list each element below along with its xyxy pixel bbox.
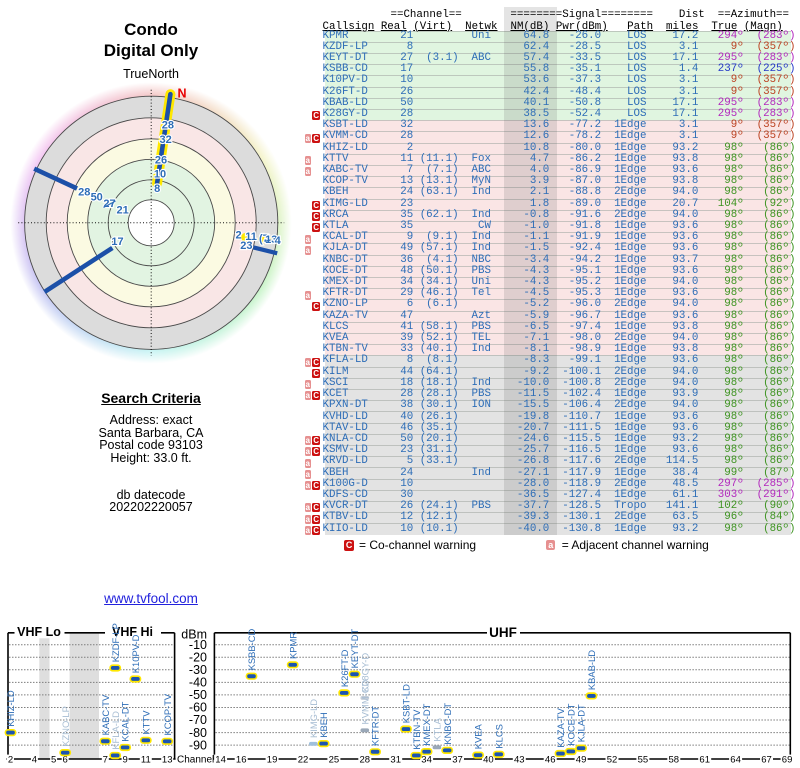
- svg-text:-80: -80: [189, 726, 207, 740]
- svg-text:8: 8: [154, 183, 160, 195]
- svg-text:34: 34: [421, 754, 432, 765]
- svg-text:19: 19: [267, 754, 278, 765]
- svg-text:5: 5: [51, 754, 56, 765]
- svg-text:13: 13: [162, 754, 173, 765]
- svg-text:VHF Hi: VHF Hi: [112, 625, 153, 639]
- svg-text:-20: -20: [189, 651, 207, 665]
- svg-text:KIMG-LD: KIMG-LD: [308, 699, 319, 738]
- svg-text:KABC-TV: KABC-TV: [100, 694, 111, 735]
- svg-text:40: 40: [483, 754, 494, 765]
- svg-text:N: N: [177, 87, 186, 101]
- svg-text:KSBT-LD: KSBT-LD: [401, 684, 412, 723]
- svg-text:-10: -10: [189, 638, 207, 652]
- svg-text:KEYT-DT: KEYT-DT: [349, 629, 360, 669]
- svg-text:KHIZ-LD: KHIZ-LD: [5, 690, 16, 727]
- svg-text:21: 21: [116, 205, 128, 217]
- svg-text:KBAB-LD: KBAB-LD: [586, 650, 597, 690]
- svg-text:KTBN-TV: KTBN-TV: [411, 709, 422, 750]
- svg-text:25: 25: [329, 754, 340, 765]
- svg-text:-40: -40: [189, 676, 207, 690]
- svg-text:KOCE-DT: KOCE-DT: [565, 703, 576, 745]
- svg-text:37: 37: [452, 754, 463, 765]
- svg-text:32: 32: [159, 134, 171, 146]
- svg-text:KCOP-TV: KCOP-TV: [162, 693, 173, 735]
- svg-text:dBm: dBm: [181, 627, 207, 641]
- svg-text:28: 28: [360, 754, 371, 765]
- svg-text:KJLA-DT: KJLA-DT: [576, 704, 587, 742]
- svg-text:(7: (7: [259, 233, 269, 245]
- svg-text:11: 11: [141, 754, 151, 765]
- svg-text:16: 16: [236, 754, 247, 765]
- svg-text:9: 9: [122, 754, 127, 765]
- svg-text:64: 64: [730, 754, 741, 765]
- svg-text:KPMR: KPMR: [287, 632, 298, 659]
- svg-text:7: 7: [103, 754, 108, 765]
- svg-text:K10PV-D: K10PV-D: [130, 634, 141, 673]
- svg-text:69: 69: [782, 754, 793, 765]
- svg-text:31: 31: [390, 754, 401, 765]
- svg-text:14: 14: [215, 754, 226, 765]
- svg-text:26: 26: [155, 154, 167, 166]
- svg-text:KFLA-LD: KFLA-LD: [110, 711, 121, 750]
- svg-text:2: 2: [236, 230, 242, 242]
- svg-text:49: 49: [576, 754, 587, 765]
- svg-text:KBEH: KBEH: [318, 712, 329, 738]
- svg-text:28: 28: [78, 187, 90, 199]
- svg-text:KCAL-DT: KCAL-DT: [120, 701, 131, 741]
- svg-text:KVEA: KVEA: [473, 724, 484, 750]
- svg-text:KZDF-LP: KZDF-LP: [110, 623, 121, 662]
- svg-text:52: 52: [607, 754, 618, 765]
- svg-text:46: 46: [545, 754, 556, 765]
- svg-text:22: 22: [298, 754, 309, 765]
- svg-text:KAZA-TV: KAZA-TV: [555, 707, 566, 747]
- svg-text:-60: -60: [189, 701, 207, 715]
- svg-text:-90: -90: [189, 738, 207, 752]
- svg-text:61: 61: [699, 754, 710, 765]
- svg-text:11: 11: [245, 231, 257, 243]
- svg-text:50: 50: [91, 192, 103, 204]
- svg-text:10: 10: [154, 169, 166, 181]
- svg-text:VHF Lo: VHF Lo: [17, 625, 61, 639]
- svg-text:Channel: Channel: [177, 755, 214, 766]
- svg-text:43: 43: [514, 754, 525, 765]
- svg-text:-30: -30: [189, 663, 207, 677]
- svg-text:6: 6: [63, 754, 68, 765]
- svg-text:4: 4: [275, 235, 282, 247]
- svg-text:K28GY-D: K28GY-D: [359, 653, 370, 692]
- svg-text:KFTR-DT: KFTR-DT: [370, 706, 381, 746]
- svg-text:55: 55: [638, 754, 649, 765]
- svg-text:KTTV: KTTV: [140, 710, 151, 735]
- svg-text:KNBC-DT: KNBC-DT: [442, 703, 453, 745]
- svg-text:23: 23: [240, 240, 252, 252]
- svg-text:K26FT-D: K26FT-D: [339, 649, 350, 687]
- svg-text:KLCS: KLCS: [493, 724, 504, 749]
- svg-text:-50: -50: [189, 688, 207, 702]
- svg-text:17: 17: [111, 236, 123, 248]
- svg-text:13: 13: [265, 234, 277, 246]
- svg-text:2: 2: [8, 754, 13, 765]
- svg-text:UHF: UHF: [489, 625, 517, 640]
- svg-text:KMEX-DT: KMEX-DT: [421, 703, 432, 745]
- svg-text:58: 58: [669, 754, 680, 765]
- svg-text:KTLA: KTLA: [432, 717, 443, 741]
- svg-text:KZNO-LP: KZNO-LP: [60, 706, 71, 747]
- svg-text:67: 67: [761, 754, 772, 765]
- svg-text:28: 28: [162, 119, 174, 131]
- svg-text:-70: -70: [189, 713, 207, 727]
- svg-text:KSBB-CD: KSBB-CD: [246, 628, 257, 670]
- svg-text:4: 4: [32, 754, 37, 765]
- svg-text:KVMM-CD: KVMM-CD: [359, 679, 370, 724]
